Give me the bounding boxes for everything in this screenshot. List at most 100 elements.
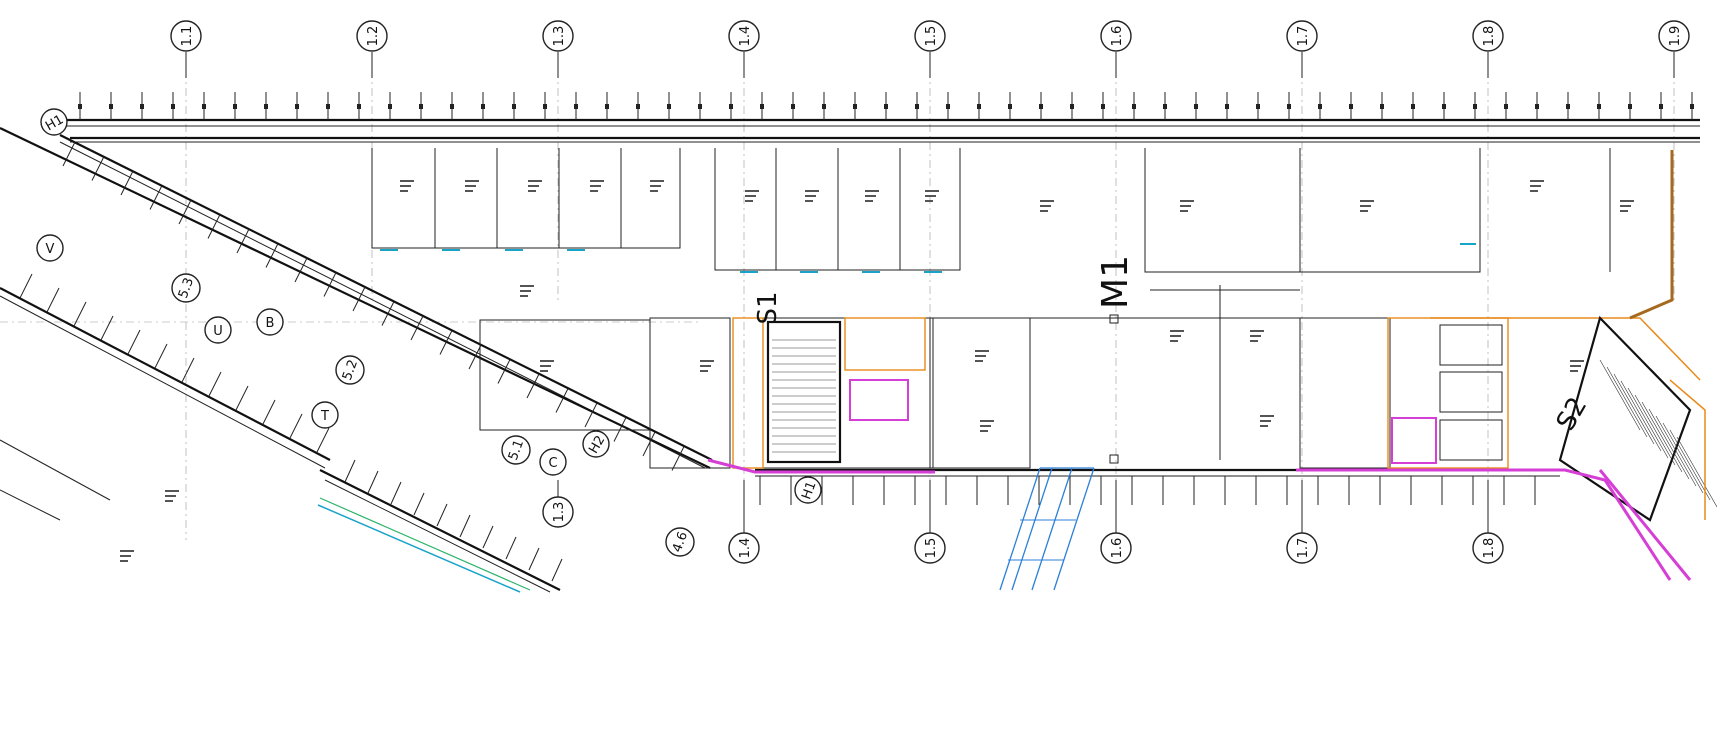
room-tag-line: [865, 200, 873, 202]
facade-tick-mark: [357, 104, 361, 109]
grid-label-bottom: 1.6: [1110, 538, 1125, 559]
room-microtext: [120, 180, 1634, 562]
axis-label-v: V: [46, 242, 55, 257]
room-tag-line: [400, 190, 408, 192]
room-tag-line: [400, 180, 414, 182]
room-tag-line: [1040, 205, 1051, 207]
diagonal-tick: [46, 287, 60, 313]
diagonal-tick: [390, 481, 402, 505]
facade-tick-mark: [1287, 104, 1291, 109]
room-tag-line: [465, 180, 479, 182]
facade-tick-mark: [636, 104, 640, 109]
axis-bubble-c: C: [539, 448, 567, 476]
diagonal-tick: [100, 315, 114, 341]
room-tag-line: [745, 200, 753, 202]
room-tag-line: [120, 550, 134, 552]
diagonal-tick: [468, 344, 482, 370]
room-tag-line: [1570, 360, 1584, 362]
diagonal-tick: [62, 141, 76, 167]
facade-tick-mark: [1101, 104, 1105, 109]
facade-tick-mark: [946, 104, 950, 109]
axis-bubble-h1-bottom: H1: [794, 476, 822, 504]
facade-tick-mark: [574, 104, 578, 109]
facade-tick-mark: [1597, 104, 1601, 109]
axis-label-5-3: 5.3: [176, 276, 197, 301]
facade-tick-mark: [605, 104, 609, 109]
axis-label-5-2: 5.2: [340, 358, 361, 383]
diagonal-tick: [73, 301, 87, 327]
grid-bubble-top: 1.3: [542, 20, 574, 78]
diagonal-tick: [528, 547, 540, 571]
axis-bubble-b: B: [256, 308, 284, 336]
facade-tick-mark: [1504, 104, 1508, 109]
stair-tread: [1655, 415, 1697, 487]
facade-tick-mark: [543, 104, 547, 109]
room-tag-line: [1040, 210, 1048, 212]
diagonal-tick: [642, 431, 656, 457]
facade-tick-mark: [1256, 104, 1260, 109]
facade-tick-mark: [791, 104, 795, 109]
grid-label-bottom: 1.7: [1296, 538, 1311, 559]
room-tag-line: [520, 290, 531, 292]
diagonal-tick: [436, 503, 448, 527]
facade-tick-mark: [729, 104, 733, 109]
room-tag-line: [975, 355, 986, 357]
room-tag-line: [1260, 420, 1271, 422]
stair-tread: [1599, 359, 1641, 431]
room-tag-line: [650, 190, 658, 192]
axis-bubble-5-2: 5.2: [335, 355, 365, 385]
stair-tread: [1606, 366, 1648, 438]
room-tag-line: [980, 420, 994, 422]
room-tag-line: [1360, 200, 1374, 202]
grid-bubble-top: 1.9: [1658, 20, 1690, 78]
grid-bubble-bottom: 1.5: [914, 480, 946, 564]
facade-tick-mark: [419, 104, 423, 109]
room-tag-line: [590, 190, 598, 192]
room-tag-line: [1620, 205, 1631, 207]
facade-tick-mark: [1039, 104, 1043, 109]
room-tag-line: [1180, 210, 1188, 212]
facade-tick-mark: [1380, 104, 1384, 109]
facade-tick-mark: [481, 104, 485, 109]
diagonal-tick: [555, 388, 569, 413]
facade-tick-mark: [1690, 104, 1694, 109]
top-facade: [55, 92, 1700, 143]
diagonal-tick: [316, 427, 330, 453]
room-tag-line: [1250, 330, 1264, 332]
axis-label-h1-bottom: H1: [799, 479, 819, 501]
facade-tick-mark: [1132, 104, 1136, 109]
diagonal-tick: [584, 402, 598, 428]
zone-label-m1: M1: [1095, 255, 1136, 309]
bridge: [999, 467, 1095, 591]
grid-bubble-top: 1.6: [1100, 20, 1132, 78]
room-tag-line: [980, 425, 991, 427]
grid-bubble-bottom: 1.8: [1472, 480, 1504, 564]
facade-tick-mark: [1349, 104, 1353, 109]
axis-label-c: C: [548, 456, 557, 471]
room-tag-line: [805, 195, 816, 197]
room-tag-line: [1180, 200, 1194, 202]
facade-tick-mark: [78, 104, 82, 109]
room-tag-line: [165, 490, 179, 492]
room-tag-line: [700, 365, 711, 367]
facade-tick-mark: [1318, 104, 1322, 109]
room-tag-line: [540, 360, 554, 362]
diagonal-tick: [91, 156, 105, 181]
grid-bubble-bottom: 1.3: [542, 480, 574, 528]
room-tag-line: [165, 495, 176, 497]
stair-tread: [1662, 422, 1704, 494]
diagonal-tick: [482, 525, 494, 549]
diagonal-tick: [497, 359, 511, 384]
room-tag-line: [520, 285, 534, 287]
facade-tick-mark: [264, 104, 268, 109]
axis-bubble-5-1: 5.1: [501, 435, 531, 465]
room-tag-line: [120, 560, 128, 562]
diagonal-tick: [235, 385, 249, 411]
facade-tick-mark: [1008, 104, 1012, 109]
room-tag-line: [805, 190, 819, 192]
room-tag-line: [1260, 415, 1274, 417]
stair-tread: [1648, 408, 1690, 480]
facade-tick-mark: [884, 104, 888, 109]
room-tag-line: [520, 295, 528, 297]
